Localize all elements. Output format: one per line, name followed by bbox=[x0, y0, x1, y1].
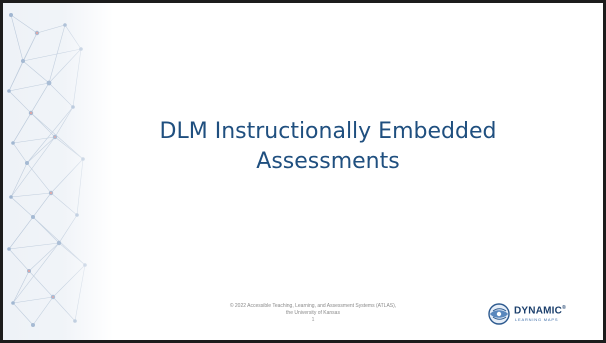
logo-tagline: LEARNING MAPS bbox=[515, 317, 559, 322]
page-number: 1 bbox=[311, 317, 315, 323]
copyright-line-2: the University of Kansas bbox=[286, 310, 340, 316]
slide-title: DLM Instructionally Embedded Assessments bbox=[123, 117, 533, 177]
copyright-line-1: © 2022 Accessible Teaching, Learning, an… bbox=[229, 303, 397, 309]
dynamic-learning-maps-logo: DYNAMIC® LEARNING MAPS bbox=[488, 302, 596, 326]
globe-logo-icon bbox=[488, 303, 510, 325]
logo-wordmark: DYNAMIC® bbox=[514, 305, 566, 317]
slide-title-line-1: DLM Instructionally Embedded bbox=[159, 119, 497, 144]
slide-title-line-2: Assessments bbox=[256, 149, 400, 174]
network-background-graphic bbox=[3, 3, 113, 340]
slide-footer: © 2022 Accessible Teaching, Learning, an… bbox=[183, 303, 443, 324]
